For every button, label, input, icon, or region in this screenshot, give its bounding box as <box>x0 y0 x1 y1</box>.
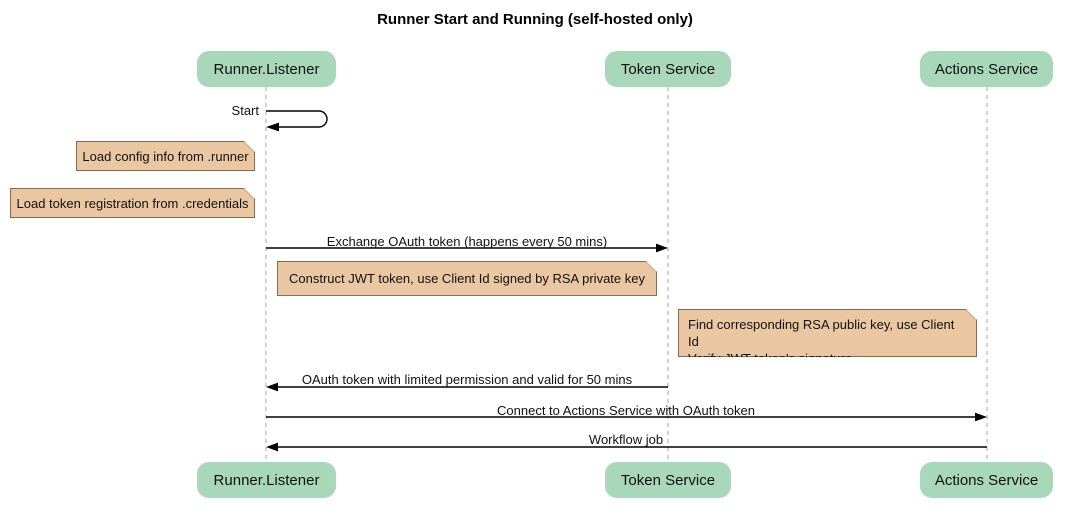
message-workflow-job-label: Workflow job <box>588 432 664 447</box>
participant-label: Token Service <box>620 471 716 489</box>
message-start-label: Start <box>231 103 259 118</box>
participant-label: Runner.Listener <box>213 60 320 78</box>
note-load-config: Load config info from .runner <box>76 141 255 171</box>
note-construct-jwt: Construct JWT token, use Client Id signe… <box>277 261 657 296</box>
message-start-self-loop <box>266 110 328 128</box>
note-verify-jwt: Find corresponding RSA public key, use C… <box>678 309 977 357</box>
participant-runner-listener-top: Runner.Listener <box>197 51 336 87</box>
message-oauth-return-label: OAuth token with limited permission and … <box>301 372 633 387</box>
note-load-token-registration: Load token registration from .credential… <box>10 188 255 218</box>
message-workflow-job-arrowhead-icon <box>266 442 278 452</box>
message-connect-arrowhead-icon <box>975 412 987 422</box>
participant-label: Token Service <box>620 60 716 78</box>
message-exchange-oauth-label: Exchange OAuth token (happens every 50 m… <box>326 234 608 249</box>
participant-actions-service-top: Actions Service <box>920 51 1053 87</box>
message-exchange-oauth-arrowhead-icon <box>656 243 668 253</box>
diagram-title: Runner Start and Running (self-hosted on… <box>377 11 693 28</box>
participant-label: Runner.Listener <box>213 471 320 489</box>
message-start-arrowhead-icon <box>266 122 279 132</box>
message-connect-label: Connect to Actions Service with OAuth to… <box>497 403 755 418</box>
participant-runner-listener-bottom: Runner.Listener <box>197 462 336 498</box>
participant-label: Actions Service <box>934 60 1039 78</box>
participant-label: Actions Service <box>934 471 1039 489</box>
participant-actions-service-bottom: Actions Service <box>920 462 1053 498</box>
message-oauth-return-arrowhead-icon <box>266 382 278 392</box>
participant-token-service-top: Token Service <box>605 51 731 87</box>
note-verify-jwt-line1: Find corresponding RSA public key, use C… <box>688 317 955 349</box>
participant-token-service-bottom: Token Service <box>605 462 731 498</box>
